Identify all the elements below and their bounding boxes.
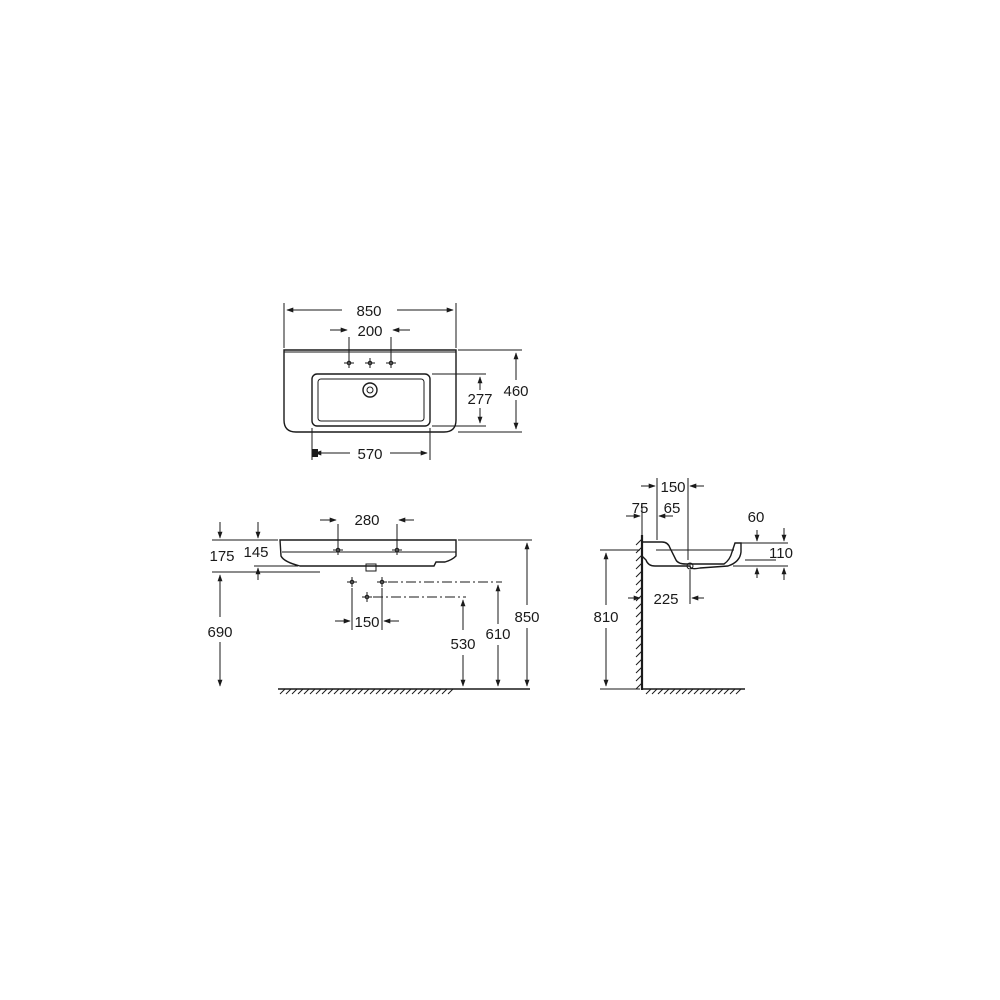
dim-850-front: 850 [514, 609, 539, 626]
side-floor-hatch [645, 688, 742, 695]
dim-530: 530 [450, 636, 475, 653]
dim-810: 810 [593, 609, 618, 626]
waste-point-icon [361, 591, 373, 603]
waste-point-icon [346, 576, 358, 588]
top-bowl-outline [311, 373, 431, 427]
dim-150-front: 150 [354, 614, 379, 631]
dim-277: 277 [467, 391, 492, 408]
dim-145: 145 [243, 544, 268, 561]
dim-75: 75 [632, 500, 649, 517]
side-basin-profile [641, 541, 742, 570]
dim-690: 690 [207, 624, 232, 641]
drain-icon [362, 382, 378, 398]
dim-850-top: 850 [356, 303, 381, 320]
waste-point-icon [376, 576, 388, 588]
dim-175: 175 [209, 548, 234, 565]
side-wall-hatch [635, 538, 643, 690]
side-view: 150 75 65 60 110 810 225 [593, 478, 793, 695]
dim-225: 225 [653, 591, 678, 608]
dim-610: 610 [485, 626, 510, 643]
tap-hole-icon [364, 357, 376, 369]
front-basin-outline [279, 539, 457, 567]
tap-hole-icon [332, 544, 344, 556]
front-view: 280 175 145 690 150 530 610 850 [207, 512, 540, 695]
tap-hole-icon [391, 544, 403, 556]
dim-460: 460 [503, 383, 528, 400]
dim-60: 60 [748, 509, 765, 526]
dim-200: 200 [357, 323, 382, 340]
front-floor-hatch [279, 688, 454, 695]
top-basin-outline [283, 349, 457, 433]
top-view: 850 200 460 277 570 [283, 303, 529, 463]
dim-570: 570 [357, 446, 382, 463]
dim-150-side: 150 [660, 479, 685, 496]
dim-280: 280 [354, 512, 379, 529]
dim-110: 110 [769, 545, 793, 562]
dim-65: 65 [664, 500, 681, 517]
